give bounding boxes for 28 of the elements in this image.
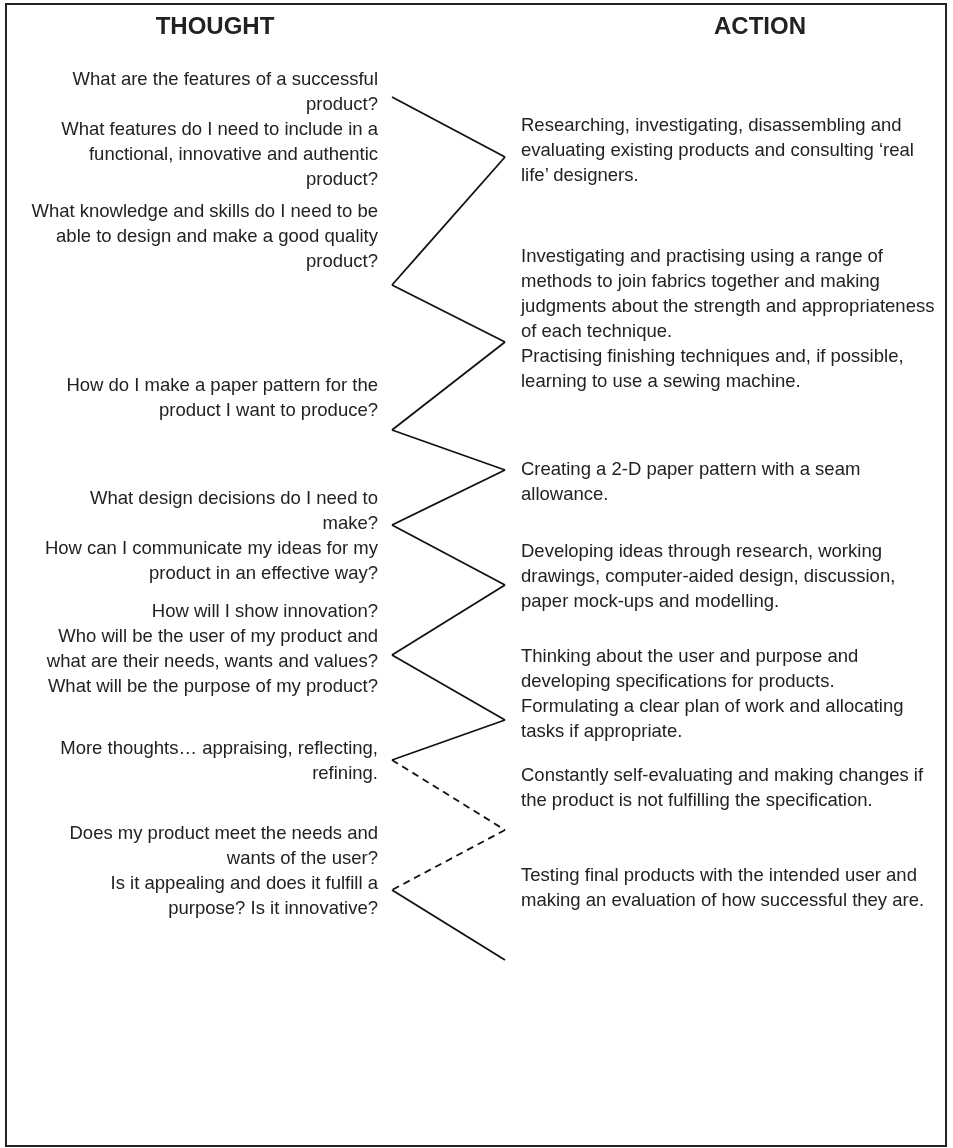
zigzag-connector-line	[391, 654, 506, 721]
thought-question-text: More thoughts… appraising, reflecting, refining.	[30, 735, 392, 785]
zigzag-connector-line	[391, 889, 506, 961]
thought-question-text: What design decisions do I need to make? How can I communicate my ideas for my product in an effective way?	[30, 485, 392, 585]
action-text: Developing ideas through research, working drawings, computer-aided design, discussion, paper mock-ups and modelling.	[505, 538, 937, 613]
zigzag-connector-line	[391, 829, 506, 891]
zigzag-connector-line	[391, 469, 506, 526]
zigzag-connector-line	[391, 156, 506, 286]
thought-question-text: Does my product meet the needs and wants of the user? Is it appealing and does it fulfill a purpose? Is it innovative?	[30, 820, 392, 920]
action-text: Testing final products with the intended user and making an evaluation of how successful they are.	[505, 862, 937, 912]
zigzag-connector-line	[391, 96, 506, 158]
zigzag-connector-line	[391, 584, 506, 656]
zigzag-connector-line	[391, 341, 506, 431]
column-heading: ACTION	[713, 12, 807, 40]
zigzag-connector-line	[391, 719, 506, 761]
zigzag-connector-line	[391, 284, 506, 343]
zigzag-connector-line	[391, 524, 506, 586]
action-text: Constantly self-evaluating and making changes if the product is not fulfilling the specification.	[505, 762, 937, 812]
action-text: Investigating and practising using a range of methods to join fabrics together and making judgments about the strength and appropriateness of each technique. Practising finishing techniques and, if possible, learning to use a sewing machine.	[505, 243, 937, 393]
column-heading: THOUGHT	[154, 12, 276, 40]
action-text: Creating a 2-D paper pattern with a seam allowance.	[505, 456, 937, 506]
thought-question-text: What are the features of a successful product? What features do I need to include in a functional, innovative and authentic product?	[30, 66, 392, 191]
zigzag-connector-line	[391, 429, 506, 471]
thought-question-text: How will I show innovation? Who will be the user of my product and what are their needs, wants and values? What will be the purpose of my product?	[30, 598, 392, 698]
action-text: Researching, investigating, disassembling and evaluating existing products and consulting ‘real life’ designers.	[505, 112, 937, 187]
thought-question-text: What knowledge and skills do I need to be able to design and make a good quality product?	[30, 198, 392, 273]
thought-question-text: How do I make a paper pattern for the product I want to produce?	[30, 372, 392, 422]
action-text: Thinking about the user and purpose and developing specifications for products. Formulating a clear plan of work and allocating tasks if appropriate.	[505, 643, 937, 743]
